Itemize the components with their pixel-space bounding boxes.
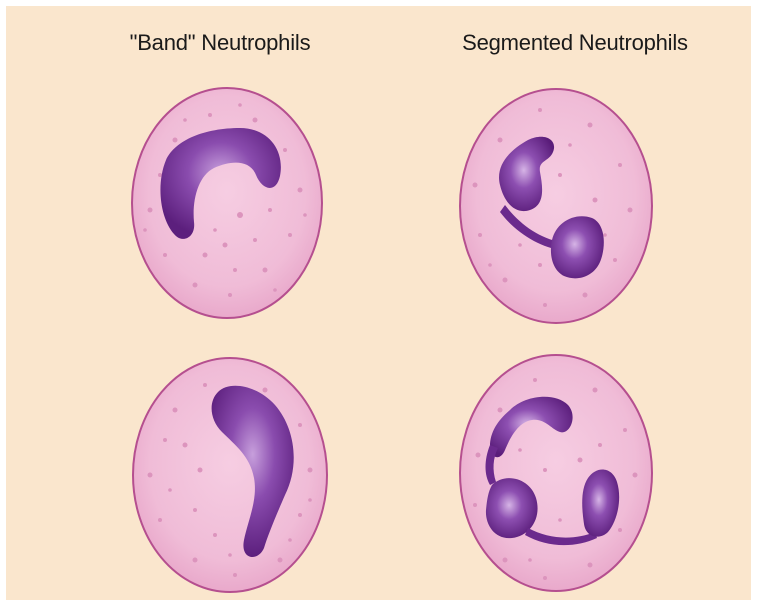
cell-membrane <box>460 89 652 323</box>
band-neutrophil-cell-top <box>132 88 322 318</box>
segmented-neutrophil-cell-top <box>460 89 652 323</box>
band-neutrophil-cell-bottom <box>133 358 327 592</box>
segmented-neutrophil-cell-bottom <box>460 355 652 591</box>
cell-membrane <box>132 88 322 318</box>
